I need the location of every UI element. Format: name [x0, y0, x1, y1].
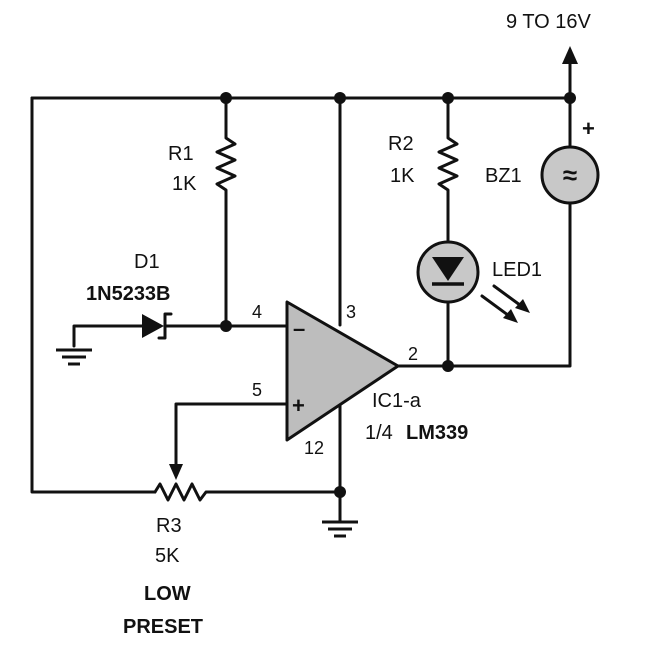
junction-dot	[220, 92, 232, 104]
r2-name: R2	[388, 133, 414, 155]
r2-value: 1K	[390, 165, 415, 187]
ground-icon	[322, 520, 358, 538]
zener-diode-icon	[72, 312, 228, 348]
resistor-r1	[215, 96, 237, 328]
pin-vcc: 3	[346, 302, 356, 322]
comparator-icon	[169, 300, 450, 480]
ic-name: IC1-a	[372, 390, 422, 412]
junction-dots	[220, 92, 576, 498]
pin-inverting: 4	[252, 302, 262, 322]
pin-gnd: 12	[304, 438, 324, 458]
junction-dot	[334, 486, 346, 498]
junction-dot	[220, 320, 232, 332]
bz1-label: BZ1	[485, 165, 522, 187]
r1-value: 1K	[172, 173, 197, 195]
resistor-r2	[437, 96, 459, 244]
r3-value: 5K	[155, 545, 180, 567]
d1-name: D1	[134, 251, 160, 273]
r3-note-line2: PRESET	[123, 616, 203, 638]
junction-dot	[564, 92, 576, 104]
buzzer-icon	[446, 96, 600, 368]
inverting-sign: –	[293, 316, 305, 341]
supply-arrow-icon	[562, 46, 578, 64]
left-return-wire	[30, 96, 157, 494]
supply-label: 9 TO 16V	[506, 11, 592, 33]
junction-dot	[442, 360, 454, 372]
r3-name: R3	[156, 515, 182, 537]
supply-rail	[30, 46, 578, 100]
r3-note-line1: LOW	[144, 583, 191, 605]
led1-label: LED1	[492, 259, 542, 281]
pin-output: 2	[408, 344, 418, 364]
ic-part: LM339	[406, 422, 468, 444]
buzzer-symbol: ≈	[563, 160, 577, 190]
ic-part-prefix: 1/4	[365, 422, 393, 444]
junction-dot	[442, 92, 454, 104]
buzzer-plus: +	[582, 116, 595, 141]
junction-dot	[334, 92, 346, 104]
d1-part: 1N5233B	[86, 283, 171, 305]
led-icon	[416, 240, 530, 368]
r1-name: R1	[168, 143, 194, 165]
ground-icon	[56, 348, 92, 366]
potentiometer-r3	[153, 482, 342, 502]
noninverting-sign: +	[292, 393, 305, 418]
pin-noninverting: 5	[252, 380, 262, 400]
